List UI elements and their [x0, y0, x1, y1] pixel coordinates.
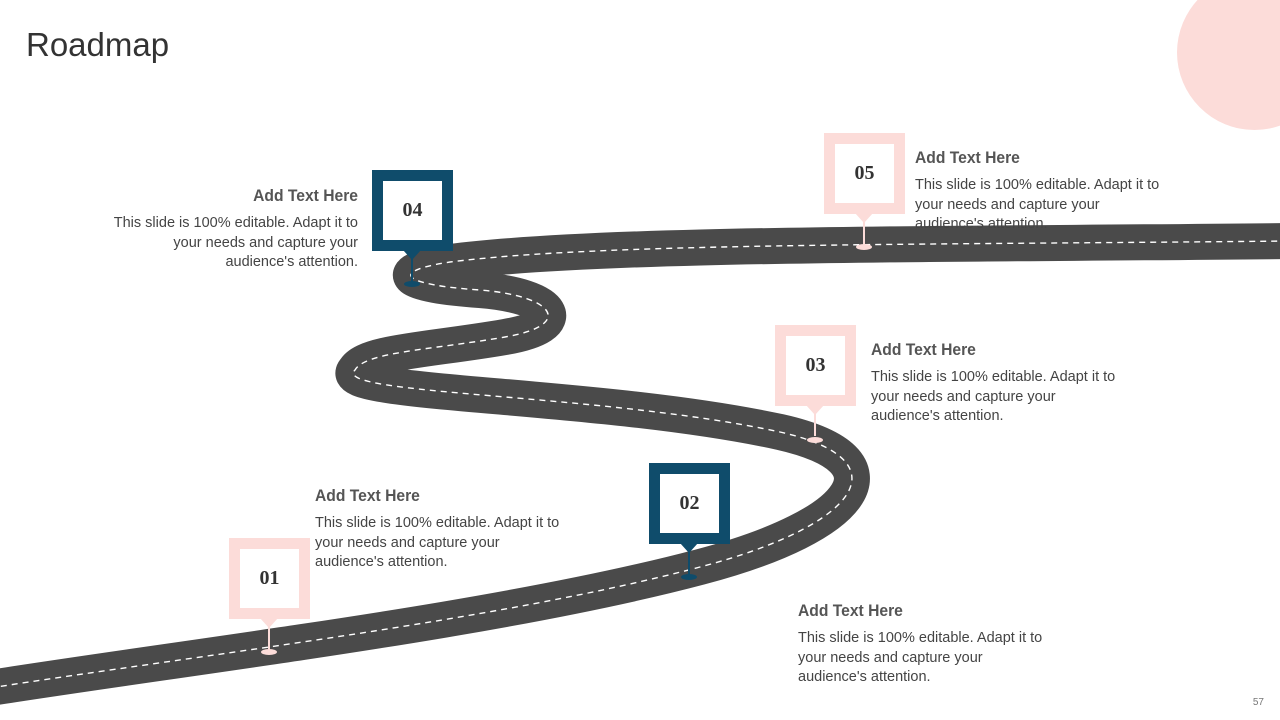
callout-body: This slide is 100% editable. Adapt it to…: [798, 630, 1043, 685]
page-number: 57: [1252, 697, 1264, 708]
callout-heading: Add Text Here: [253, 186, 358, 205]
marker-base: [807, 437, 823, 443]
callout-body: This slide is 100% editable. Adapt it to…: [113, 215, 358, 270]
milestone-marker-01: 01: [229, 538, 310, 655]
road-surface: [0, 223, 1280, 705]
callout-body: This slide is 100% editable. Adapt it to…: [871, 369, 1116, 424]
callout-body: This slide is 100% editable. Adapt it to…: [915, 177, 1160, 232]
milestone-number-04: 04: [383, 181, 442, 240]
callout-heading: Add Text Here: [315, 486, 420, 505]
milestone-callout-01: Add Text Here This slide is 100% editabl…: [315, 486, 560, 573]
road-centerline: [0, 240, 1280, 688]
marker-pointer: [403, 250, 421, 260]
callout-heading: Add Text Here: [871, 340, 976, 359]
marker-base: [681, 574, 697, 580]
marker-stem: [268, 626, 270, 650]
milestone-marker-02: 02: [649, 463, 730, 580]
callout-heading: Add Text Here: [915, 148, 1020, 167]
marker-pointer: [806, 405, 824, 415]
marker-pointer: [680, 543, 698, 553]
marker-base: [404, 281, 420, 287]
milestone-number-01: 01: [240, 549, 299, 608]
callout-heading: Add Text Here: [798, 601, 903, 620]
milestone-marker-05: 05: [824, 133, 905, 250]
slide-title: Roadmap: [26, 26, 170, 63]
marker-pointer: [260, 618, 278, 628]
marker-stem: [814, 413, 816, 436]
marker-stem: [863, 221, 865, 246]
milestone-number-05: 05: [835, 144, 894, 203]
marker-base: [856, 244, 872, 250]
milestone-callout-02: Add Text Here This slide is 100% editabl…: [798, 601, 1043, 688]
milestone-number-02: 02: [660, 474, 719, 533]
marker-stem: [688, 551, 690, 575]
milestone-callout-03: Add Text Here This slide is 100% editabl…: [871, 340, 1116, 427]
marker-stem: [411, 258, 413, 282]
milestone-number-03: 03: [786, 336, 845, 395]
marker-pointer: [855, 213, 873, 223]
marker-base: [261, 649, 277, 655]
milestone-callout-05: Add Text Here This slide is 100% editabl…: [915, 148, 1160, 235]
milestone-callout-04: Add Text Here This slide is 100% editabl…: [113, 186, 358, 273]
callout-body: This slide is 100% editable. Adapt it to…: [315, 515, 560, 570]
milestone-marker-04: 04: [372, 170, 453, 287]
milestone-marker-03: 03: [775, 325, 856, 443]
